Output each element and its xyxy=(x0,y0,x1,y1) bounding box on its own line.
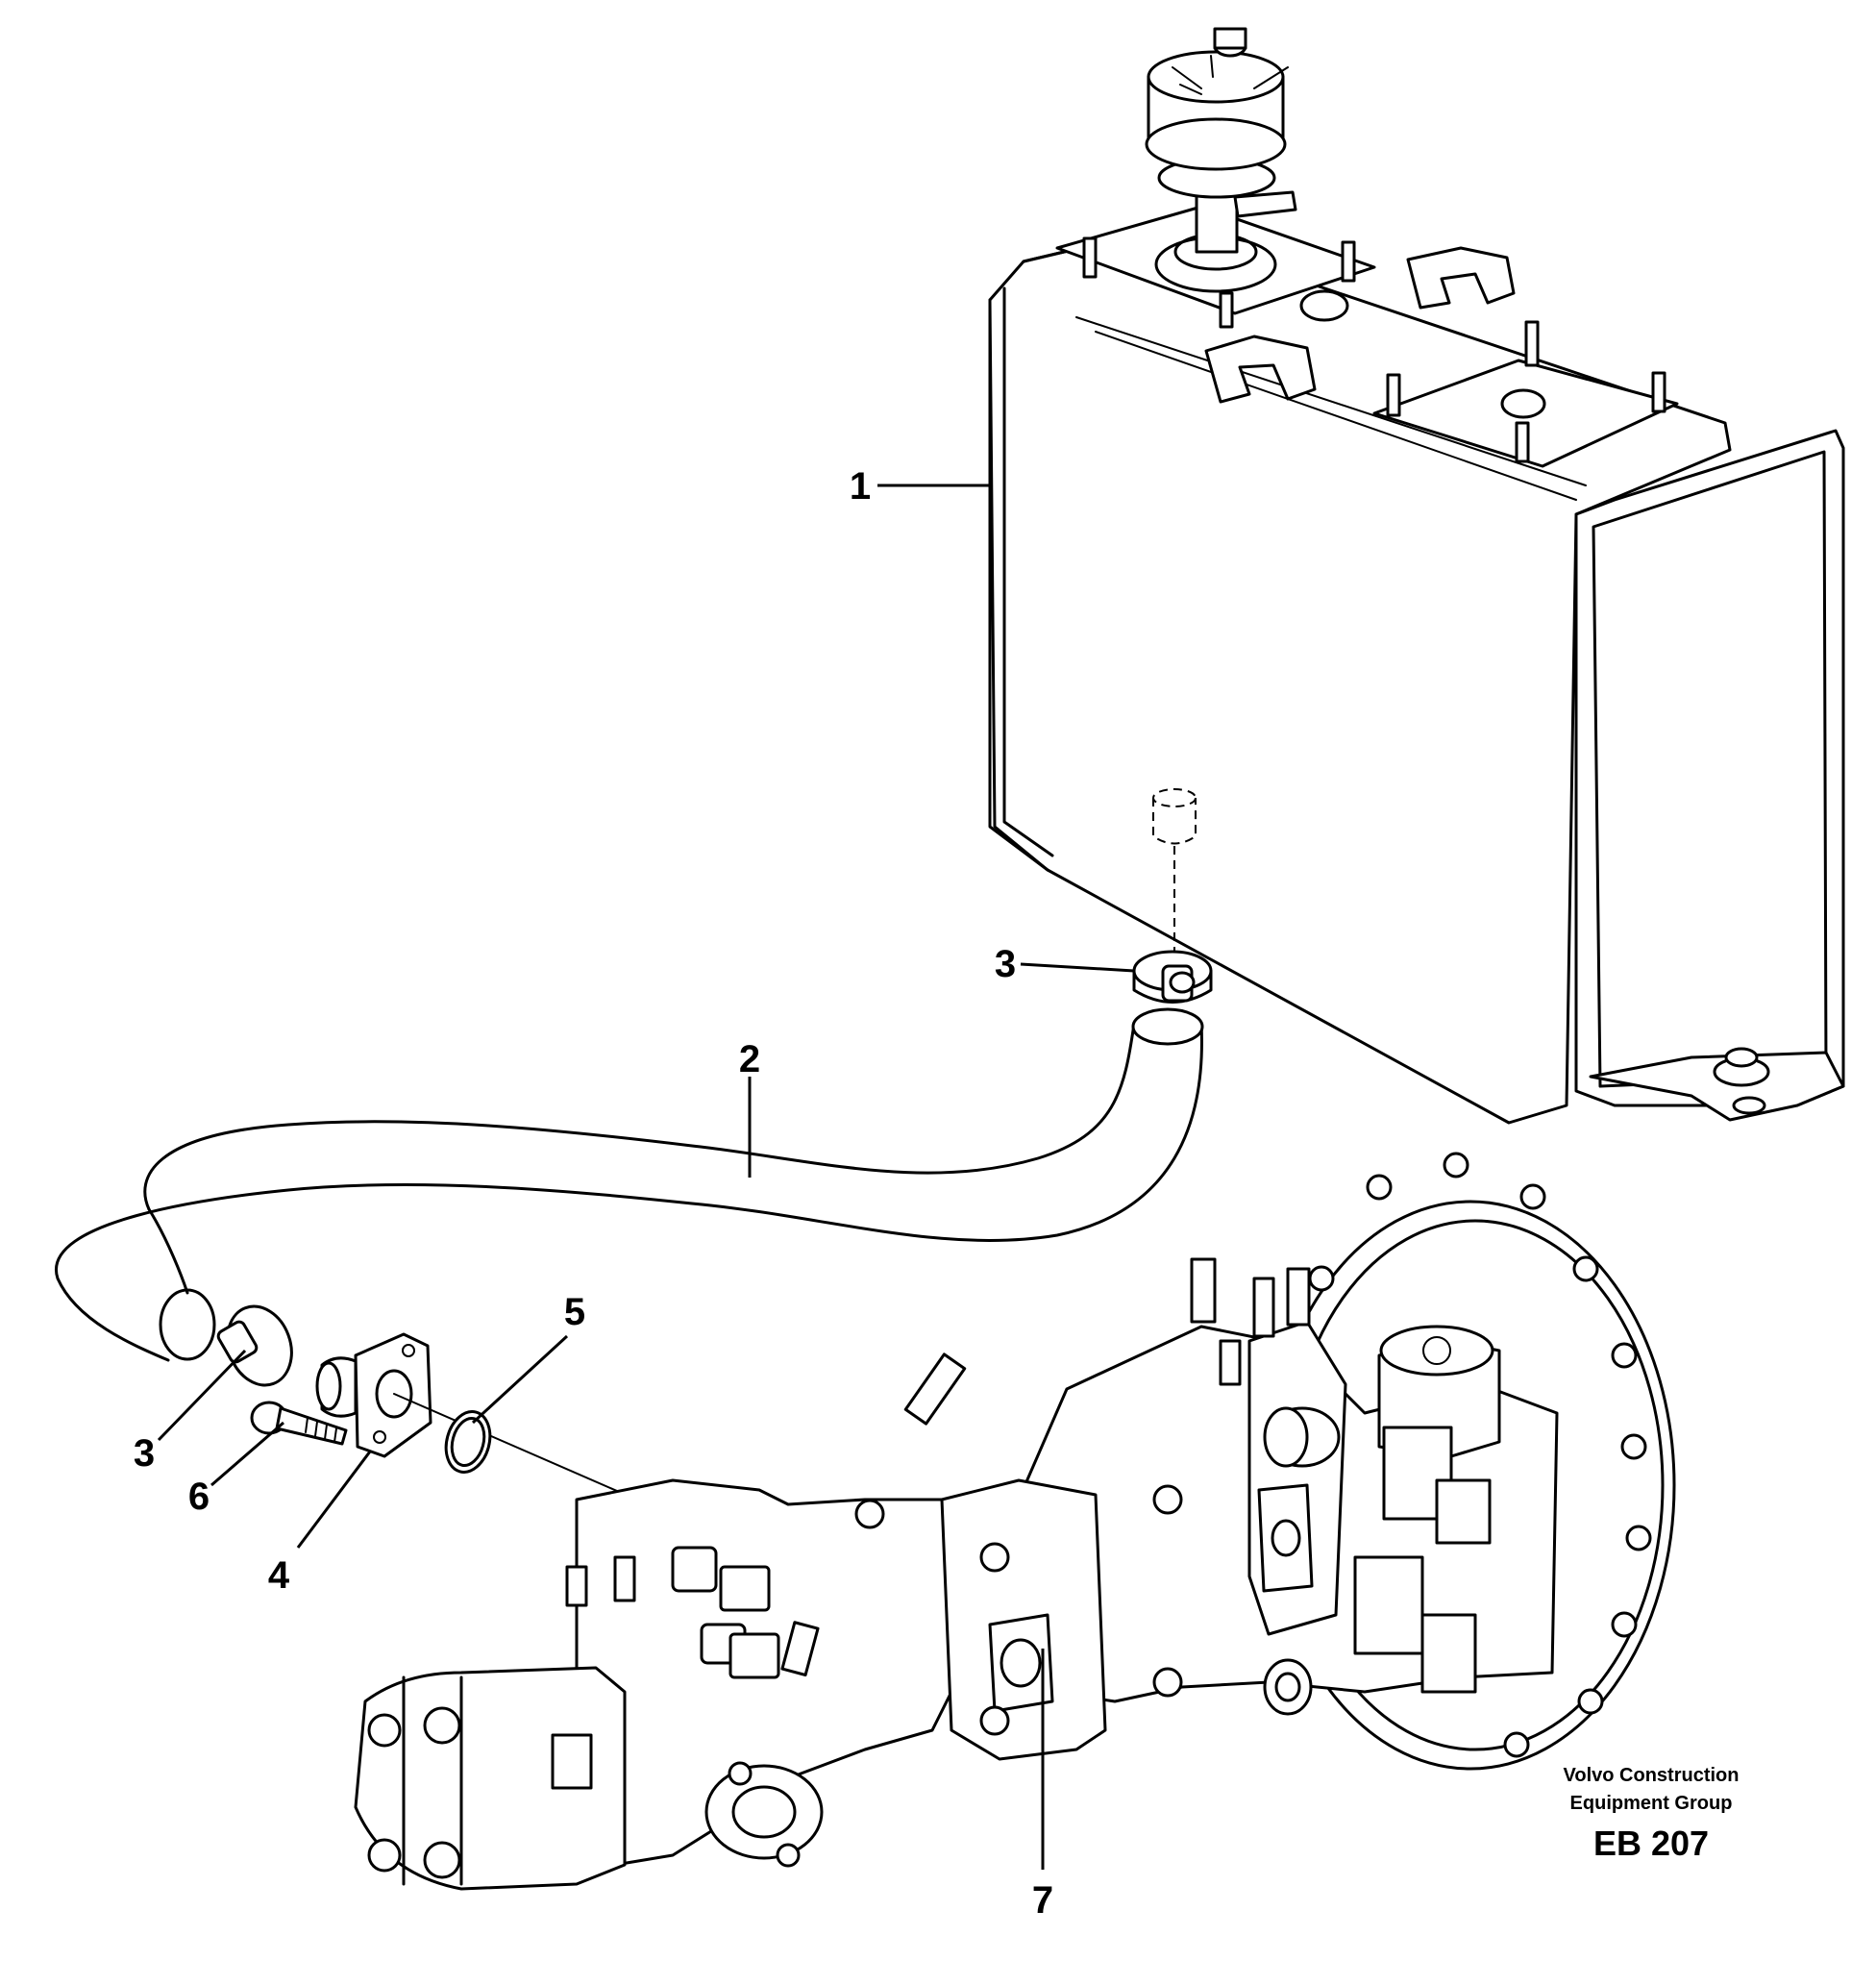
hose-clamp-upper xyxy=(1132,950,1213,1004)
figure-code: EB 207 xyxy=(1593,1824,1709,1863)
callout-o-ring: 5 xyxy=(564,1291,585,1333)
callout-pump: 7 xyxy=(1032,1879,1053,1922)
publisher-block: Volvo Construction Equipment Group EB 20… xyxy=(1564,1765,1740,1863)
publisher-line-2: Equipment Group xyxy=(1570,1793,1733,1814)
screw xyxy=(250,1401,348,1446)
publisher-line-1: Volvo Construction xyxy=(1564,1765,1740,1786)
callout-clamp-lower: 3 xyxy=(134,1432,155,1475)
callout-clamp-upper: 3 xyxy=(995,943,1016,985)
o-ring xyxy=(444,1410,492,1474)
callout-flange: 4 xyxy=(268,1554,290,1597)
callout-tank: 1 xyxy=(850,465,871,508)
hose-clamp-lower xyxy=(216,1304,293,1387)
callout-screw: 6 xyxy=(188,1476,210,1518)
flange-assembly xyxy=(315,1332,693,1525)
leader-lines xyxy=(157,484,1135,1870)
hydraulic-pump-assembly xyxy=(354,1152,1676,1891)
suction-hose xyxy=(54,1007,1204,1362)
hydraulic-tank xyxy=(988,27,1845,1125)
callout-labels: 1 2 3 3 6 4 5 7 xyxy=(134,465,1053,1922)
callout-hose: 2 xyxy=(739,1038,760,1080)
